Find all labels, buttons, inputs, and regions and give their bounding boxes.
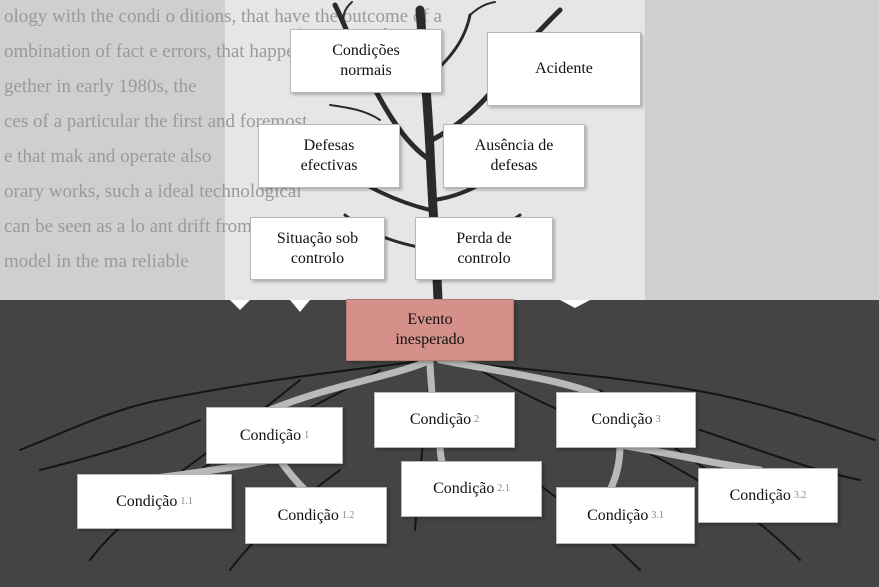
condition-label: Condição	[410, 410, 471, 430]
unexpected-event-box: Evento inesperado	[346, 299, 514, 361]
condition-label: Condição	[240, 426, 301, 446]
effective-defenses-box: Defesas efectivas	[258, 124, 400, 188]
condition-index: 1	[304, 426, 309, 446]
bg-text-line: orary works, such a ideal technological	[4, 181, 302, 202]
condition-label: Condição	[433, 479, 494, 499]
accident-box: Acidente	[487, 32, 641, 106]
condition-label: Condição	[116, 492, 177, 512]
bg-text-line: model in the ma reliable	[4, 251, 189, 272]
under-control-box: Situação sob controlo	[250, 217, 385, 280]
bg-text-line: ology with the condi o ditions, that hav…	[4, 6, 443, 27]
condition-index: 3	[656, 410, 661, 430]
condition-index: 3.1	[651, 506, 664, 526]
condition-index: 1.1	[180, 492, 193, 512]
absence-of-defenses-box: Ausência de defesas	[443, 124, 585, 188]
condition-label: Condição	[730, 486, 791, 506]
right-page-shade	[640, 0, 879, 300]
bg-text-line: gether in early 1980s, the	[4, 76, 197, 97]
bg-text-line: ombination of fact e errors, that happen…	[4, 41, 324, 62]
condition-label: Condição	[591, 410, 652, 430]
condition-index: 1.2	[342, 506, 355, 526]
loss-of-control-box: Perda de controlo	[415, 217, 553, 280]
bg-text-line: e that mak and operate also	[4, 146, 211, 167]
bg-text-line: can be seen as a lo ant drift from the	[4, 216, 280, 237]
condition-label: Condição	[587, 506, 648, 526]
condition-label: Condição	[278, 506, 339, 526]
normal-conditions-box: Condições normais	[290, 29, 442, 93]
condition-index: 3.2	[794, 486, 807, 506]
condition-index: 2.1	[497, 479, 510, 499]
condition-index: 2	[474, 410, 479, 430]
